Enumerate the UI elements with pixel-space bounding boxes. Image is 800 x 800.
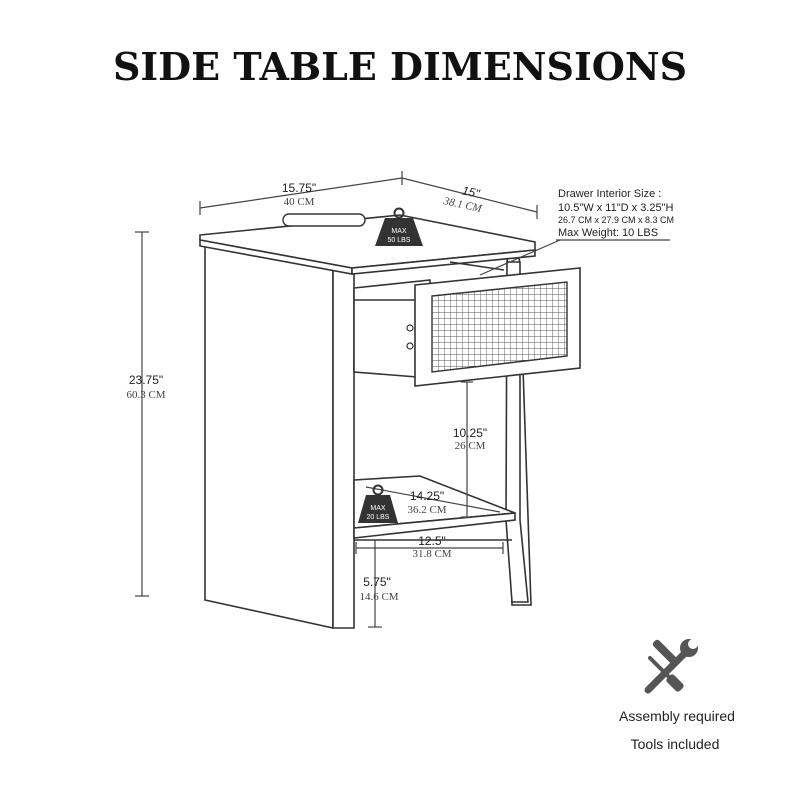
weight-ring-icon [393,207,405,219]
tools-included-text: Tools included [631,736,720,752]
dimension-labels: 15.75" 40 CM 15" 38.1 CM 23.75" 60.3 CM … [126,181,487,603]
width-in: 15.75" [282,181,316,195]
shelf-gap-in: 10.25" [453,426,487,440]
shelf-weight-max: MAX [370,505,386,512]
height-in: 23.75" [129,373,163,387]
width-cm: 40 CM [284,196,315,208]
height-cm: 60.3 CM [126,389,165,401]
drawer-hole-top [406,324,414,332]
leg-height-in: 5.75" [363,575,391,589]
dimension-lines [135,171,670,628]
shelf-gap-cm: 26 CM [455,440,486,452]
page-title: SIDE TABLE DIMENSIONS [113,44,687,89]
weight-icon [358,495,398,523]
opening-edge [449,261,505,271]
drawer-hole-bottom [406,342,414,350]
depth-dim-line [401,177,538,213]
drawer-max-weight: Max Weight: 10 LBS [558,227,658,239]
top-weight-badge: MAX 50 LBS [375,207,423,246]
wrench-screwdriver-icon [644,639,698,694]
handle-slot [282,213,366,227]
drawer-info: Drawer Interior Size : 10.5"W x 11"D x 3… [558,188,674,239]
drawer-leader-line [479,239,561,276]
cane-panel [431,281,568,373]
lower-shelf-front-edge [353,512,516,539]
shelf-depth-dim-line [365,486,501,513]
shelf-width-in: 12.5" [418,534,446,548]
weight-icon [375,218,423,246]
depth-in: 15" [461,183,482,201]
shelf-weight-badge: MAX 20 LBS [358,484,398,523]
weight-ring-icon [372,484,384,496]
top-weight-max: MAX [391,228,407,235]
shelf-width-cm: 31.8 CM [412,548,451,560]
top-weight-value: 50 LBS [388,237,411,244]
assembly-note: Assembly required Tools included [619,639,735,752]
shelf-depth-in: 14.25" [410,489,444,503]
width-dim-line [199,177,403,209]
shelf-depth-cm: 36.2 CM [407,504,446,516]
shelf-weight-value: 20 LBS [367,514,390,521]
front-left-leg [332,269,355,629]
leg-height-cm: 14.6 CM [359,591,398,603]
side-table-drawing [199,213,581,629]
table-top-right-edge [351,249,536,275]
left-side-panel [204,241,334,629]
drawer-label: Drawer Interior Size : [558,188,661,200]
assembly-required-text: Assembly required [619,708,735,724]
drawer-size-in: 10.5"W x 11"D x 3.25"H [558,202,674,214]
drawer-size-cm: 26.7 CM x 27.9 CM x 8.3 CM [558,215,674,225]
